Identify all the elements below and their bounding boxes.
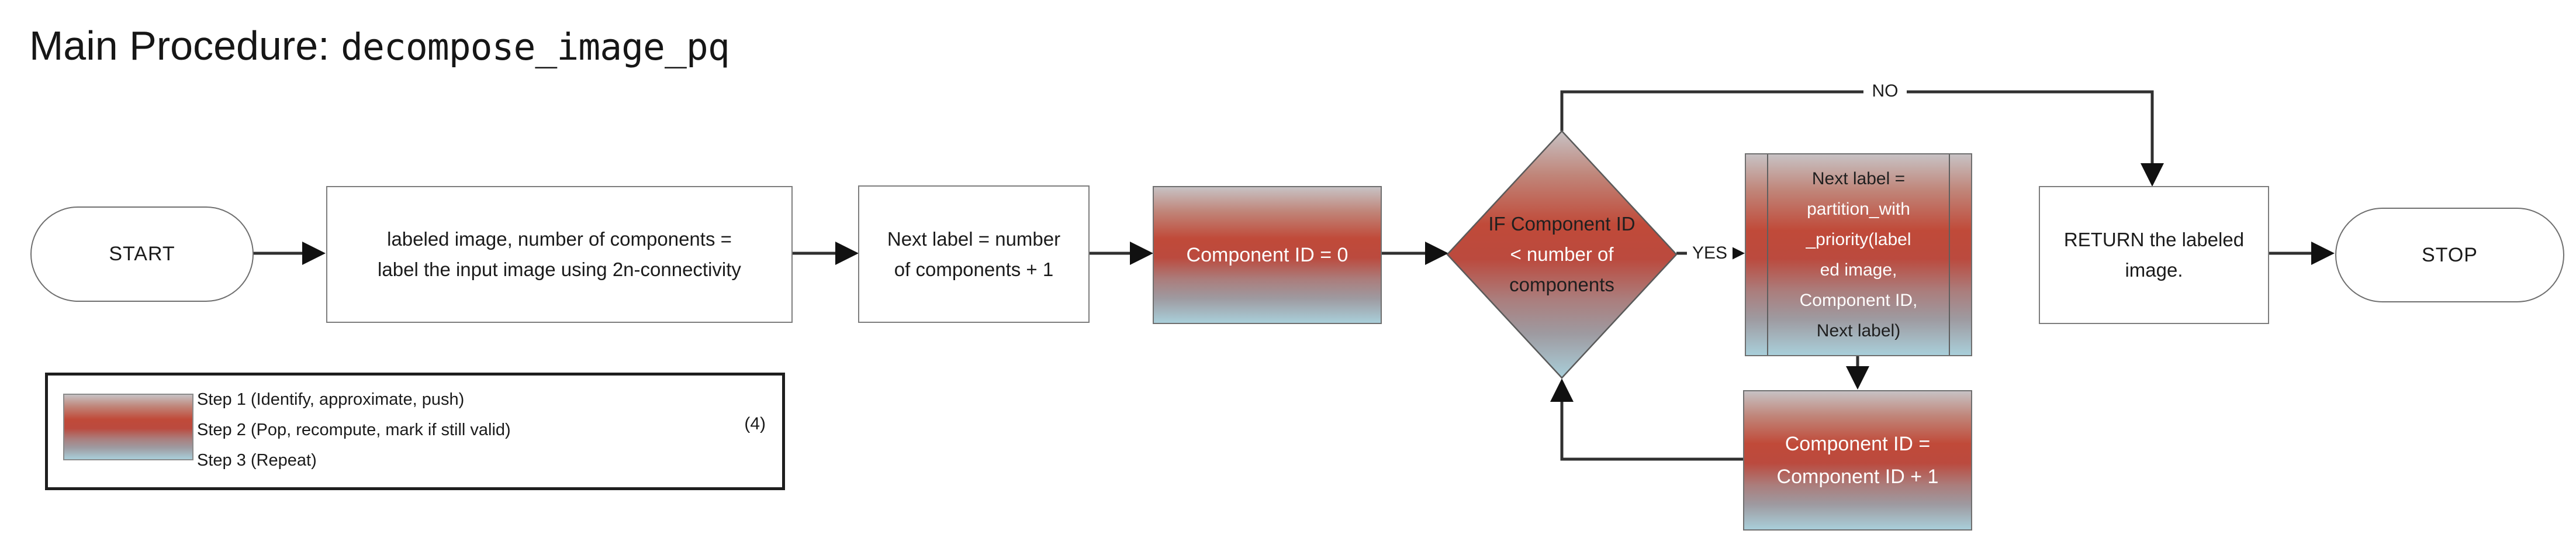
process-return-line: RETURN the labeled [2063,229,2245,250]
branch-label-yes: YES [1687,236,1733,270]
process-return-line: image. [2125,259,2183,281]
start-terminator: START [30,206,254,302]
predefined-process-right-bar [1949,154,1950,355]
condition-line: < number of [1510,243,1614,265]
process-component-zero-label: Component ID = 0 [1186,244,1348,266]
legend-box: Step 1 (Identify, approximate, push) Ste… [45,373,785,490]
condition-line: IF Component ID [1488,213,1635,235]
legend-step-2: Step 2 (Pop, recompute, mark if still va… [197,421,511,439]
increment-line: Component ID = [1785,433,1931,455]
condition-line: components [1509,274,1614,295]
increment-line: Component ID + 1 [1776,466,1939,488]
stop-label: STOP [2422,243,2478,266]
predefined-process-left-bar [1767,154,1768,355]
arrowhead-into-increment [1846,366,1869,390]
arrowhead-into-stop [2311,242,2335,265]
start-label: START [109,243,175,265]
partition-line: Next label = [1811,168,1906,188]
arrowhead-into-return [2141,163,2164,187]
predefined-process-partition-box: Next label = partition_with _priority(la… [1745,153,1972,356]
arrowhead-loop-into-condition [1550,378,1574,402]
process-labeling-line: label the input image using 2n-connectiv… [378,259,741,280]
process-next-label-box: Next label = number of components + 1 [858,185,1090,323]
legend-gradient-swatch [63,394,193,460]
partition-line: Component ID, [1799,290,1918,310]
partition-line: ed image, [1820,260,1897,280]
branch-label-no: NO [1863,74,1907,109]
title-prefix: Main Procedure: [29,23,341,68]
arrowhead-into-nextlabel [835,242,859,265]
legend-step-3: Step 3 (Repeat) [197,451,317,470]
process-labeling-box: labeled image, number of components = la… [326,186,793,323]
decision-condition-text: IF Component ID < number of components [1459,186,1665,323]
partition-line: partition_with [1807,199,1910,219]
process-next-label-line: Next label = number [887,228,1061,250]
no-text: NO [1872,81,1899,101]
title-procedure-name: decompose_image_pq [341,26,730,68]
decision-diamond-shape [1446,130,1678,379]
partition-line: Next label) [1816,321,1901,340]
arrowhead-into-condition [1425,242,1448,265]
page-title: Main Procedure: decompose_image_pq [29,22,730,69]
partition-line: _priority(label [1806,229,1911,249]
yes-text: YES [1692,243,1728,263]
arrowhead-into-componentzero [1130,242,1153,265]
connector-condition-no-to-return [1560,90,2154,164]
equation-number: (4) [744,414,766,433]
process-return-box: RETURN the labeled image. [2039,186,2269,324]
stop-terminator: STOP [2335,208,2564,302]
process-increment-box: Component ID = Component ID + 1 [1743,390,1972,531]
arrowhead-into-labeling [302,242,326,265]
legend-steps: Step 1 (Identify, approximate, push) Ste… [197,384,511,476]
connector-increment-loop-to-condition [1560,402,1743,461]
process-labeling-line: labeled image, number of components = [387,228,732,250]
process-next-label-line: of components + 1 [894,258,1054,280]
legend-step-1: Step 1 (Identify, approximate, push) [197,390,465,409]
process-component-zero-box: Component ID = 0 [1153,186,1382,324]
